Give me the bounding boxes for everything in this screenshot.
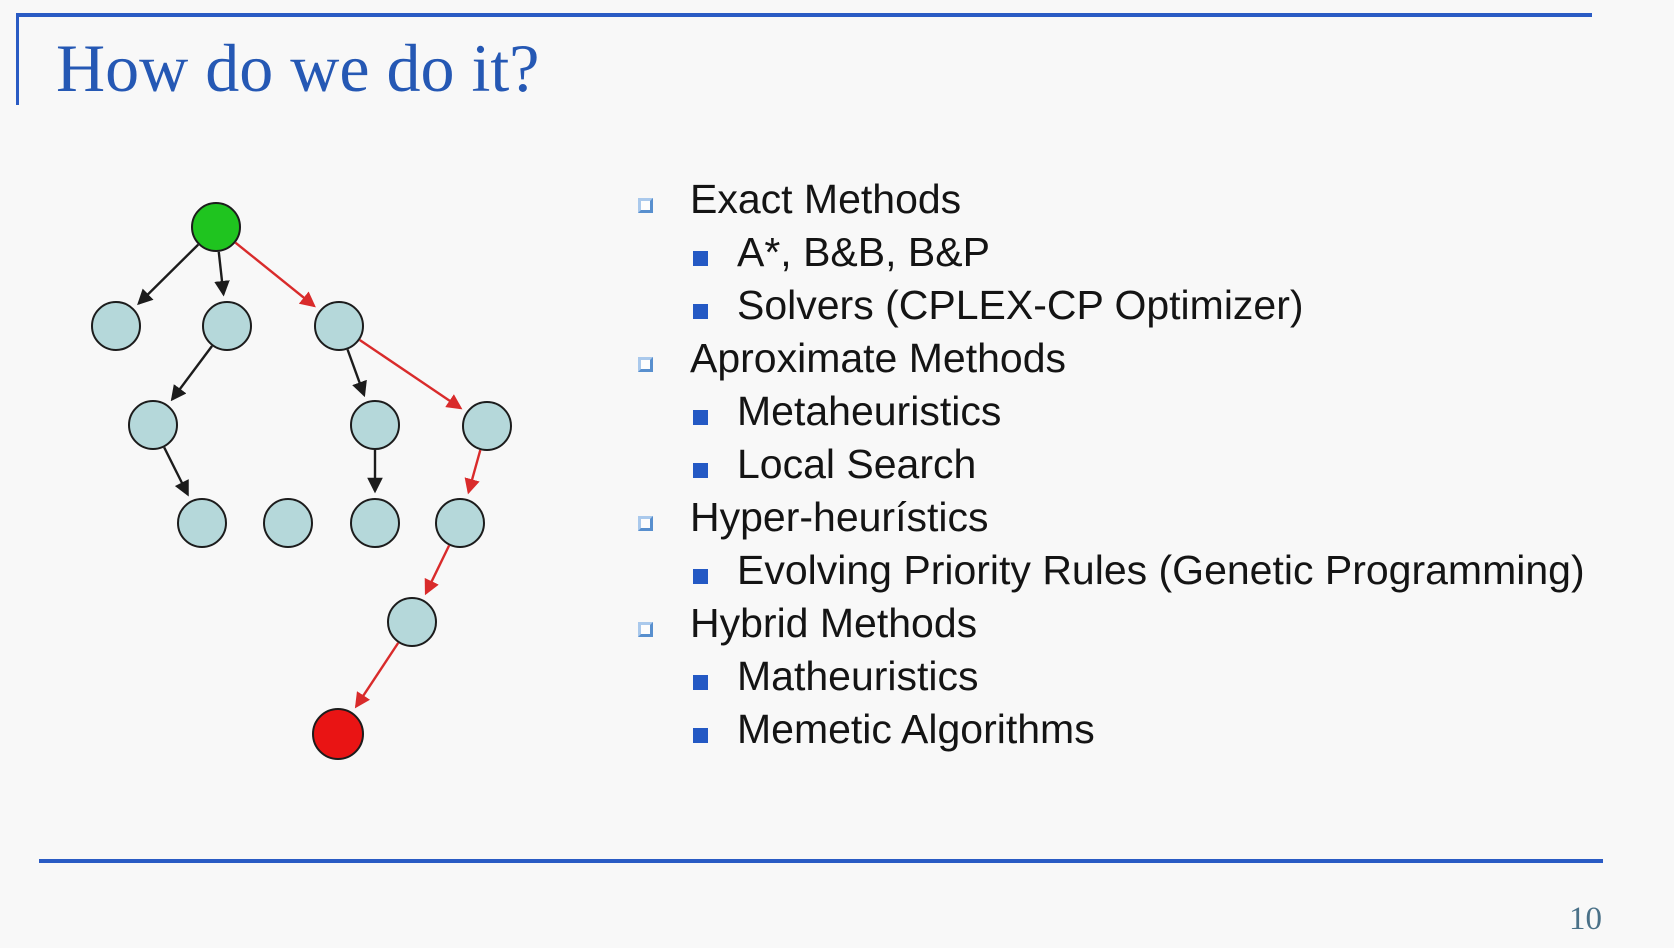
tree-node-n3 (314, 301, 364, 351)
tree-edge-n11-goal (354, 642, 400, 709)
bullet-square-outline-icon (638, 198, 653, 213)
tree-edge-n2-n4 (170, 345, 213, 402)
list-item-level2: Matheuristics (638, 650, 1638, 703)
list-item-level1: Hyper-heurístics (638, 491, 1638, 544)
bullet-square-outline-icon (638, 622, 653, 637)
list-item-label: Evolving Priority Rules (Genetic Program… (737, 547, 1585, 593)
tree-edge-root-n2 (214, 251, 230, 297)
bullet-square-icon (693, 251, 708, 266)
list-item-level2: Local Search (638, 438, 1638, 491)
tree-edge-n6-n10 (464, 449, 482, 495)
page-number: 10 (1569, 901, 1602, 937)
bullet-square-icon (693, 463, 708, 478)
tree-node-n7 (177, 498, 227, 548)
tree-edge-n3-n5 (346, 349, 367, 398)
tree-edge-n10-n11 (424, 544, 451, 596)
tree-node-goal (312, 708, 364, 760)
list-item-level1: Hybrid Methods (638, 597, 1638, 650)
list-item-level2: Solvers (CPLEX-CP Optimizer) (638, 279, 1638, 332)
tree-edge-root-n1 (137, 243, 200, 306)
header-left-rule (16, 13, 19, 105)
tree-node-n9 (350, 498, 400, 548)
list-item-level2: Metaheuristics (638, 385, 1638, 438)
tree-node-n8 (263, 498, 313, 548)
list-item-label: Local Search (737, 441, 977, 487)
list-item-level1: Exact Methods (638, 173, 1638, 226)
tree-node-root (191, 202, 241, 252)
list-item-level2: Evolving Priority Rules (Genetic Program… (638, 544, 1638, 597)
tree-edge-n4-n7 (163, 446, 189, 497)
bullet-square-icon (693, 410, 708, 425)
tree-node-n1 (91, 301, 141, 351)
list-item-label: Metaheuristics (737, 388, 1002, 434)
tree-node-n6 (462, 401, 512, 451)
bullet-square-icon (693, 304, 708, 319)
bullet-square-outline-icon (638, 357, 653, 372)
list-item-label: A*, B&B, B&P (737, 229, 990, 275)
slide-title: How do we do it? (56, 30, 540, 106)
header-top-rule (16, 13, 1592, 17)
tree-node-n11 (387, 597, 437, 647)
tree-edge-root-n3 (234, 241, 316, 308)
bullet-square-outline-icon (638, 516, 653, 531)
list-item-label: Solvers (CPLEX-CP Optimizer) (737, 282, 1304, 328)
tree-node-n5 (350, 400, 400, 450)
list-item-level2: Memetic Algorithms (638, 703, 1638, 756)
footer-rule (39, 859, 1603, 863)
list-item-label: Hybrid Methods (690, 600, 978, 646)
list-item-label: Exact Methods (690, 176, 962, 222)
bullet-square-icon (693, 675, 708, 690)
list-item-label: Matheuristics (737, 653, 979, 699)
search-tree-diagram (91, 202, 512, 760)
tree-node-n4 (128, 400, 178, 450)
tree-node-n10 (435, 498, 485, 548)
list-item-label: Aproximate Methods (690, 335, 1067, 381)
bullet-square-icon (693, 569, 708, 584)
bullet-square-icon (693, 728, 708, 743)
list-item-level1: Aproximate Methods (638, 332, 1638, 385)
tree-edge-n3-n6 (359, 339, 463, 410)
tree-node-n2 (202, 301, 252, 351)
list-item-label: Hyper-heurístics (690, 494, 989, 540)
list-item-level2: A*, B&B, B&P (638, 226, 1638, 279)
list-item-label: Memetic Algorithms (737, 706, 1095, 752)
